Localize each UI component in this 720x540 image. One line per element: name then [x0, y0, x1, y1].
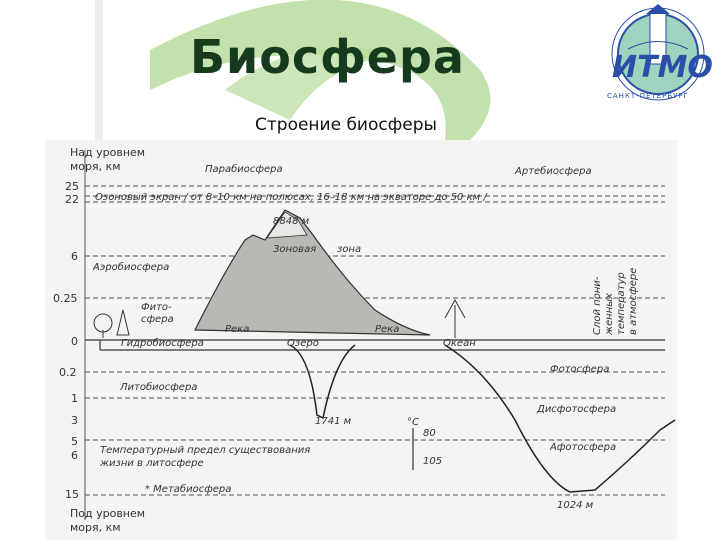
- axis-ticks: 25 22 6 0.25 0 0.2 1 3 5 6 15: [53, 180, 79, 501]
- label-ocean-depth: 1024 м: [557, 500, 594, 511]
- label-hydrobiosphere: Гидробиосфера: [121, 337, 204, 349]
- tick-15: 15: [65, 488, 79, 501]
- label-temp-80: 80: [423, 428, 436, 439]
- tick-1: 1: [71, 392, 78, 405]
- label-lake: Озеро: [287, 338, 319, 349]
- trees: [93, 298, 466, 338]
- lake-basin: [289, 344, 356, 420]
- slide-subtitle: Строение биосферы: [255, 115, 437, 135]
- logo-text: ИТМО: [612, 50, 713, 85]
- tick-5: 5: [71, 435, 78, 448]
- label-lithobiosphere: Литобиосфера: [119, 381, 197, 393]
- diagram-lines: [84, 150, 665, 520]
- label-lake-depth: 1741 м: [315, 416, 352, 427]
- label-aerobiosphere: Аэробиосфера: [92, 261, 169, 273]
- top-axis-unit: моря, км: [70, 160, 121, 173]
- label-temp-105: 105: [423, 456, 442, 467]
- label-metabiosphere: * Метабиосфера: [145, 483, 231, 495]
- label-snow-zone-2: зона: [337, 244, 361, 255]
- label-snow-zone-1: Зоновая: [273, 244, 316, 255]
- bottom-axis-label: Под уровнем: [70, 507, 145, 520]
- label-river-left: Река: [225, 324, 249, 335]
- biosphere-diagram: Над уровнем моря, км Под уровнем моря, к…: [45, 140, 677, 540]
- side-label-4: в атмосфере: [628, 268, 639, 335]
- ocean-basin: [444, 344, 676, 493]
- tick-6-below: 6: [71, 449, 78, 462]
- tick-3: 3: [71, 414, 78, 427]
- tick-0-25: 0.25: [53, 292, 78, 305]
- label-ocean: Океан: [443, 338, 476, 349]
- bottom-axis-unit: моря, км: [70, 521, 121, 534]
- label-temp-limit-1: Температурный предел существования: [100, 445, 310, 456]
- side-label: Слой пони- женных температур в атмосфере: [592, 268, 639, 336]
- label-parabiosphere: Парабиосфера: [205, 163, 283, 175]
- label-aphotosphere: Афотосфера: [549, 442, 616, 453]
- mountain: [194, 209, 431, 336]
- label-everest: 8848 м: [273, 216, 310, 227]
- tick-0-2: 0.2: [59, 366, 77, 379]
- label-artebiosphere: Артебиосфера: [514, 165, 592, 177]
- label-celsius: °C: [407, 417, 419, 428]
- slide-title: Биосфера: [190, 30, 465, 84]
- label-phytosphere-2: сфера: [141, 314, 174, 325]
- label-river-right: Река: [375, 324, 399, 335]
- label-ozone-screen: Озоновый экран / от 8–10 км на полюсах, …: [95, 192, 488, 203]
- side-label-3: температур: [616, 272, 627, 335]
- itmo-logo: [611, 4, 705, 101]
- tick-22: 22: [65, 193, 79, 206]
- label-disphotosphere: Дисфотосфера: [536, 404, 616, 415]
- side-label-2: женных: [604, 293, 615, 336]
- side-label-1: Слой пони-: [592, 276, 603, 335]
- tick-25: 25: [65, 180, 79, 193]
- top-axis-label: Над уровнем: [70, 146, 145, 159]
- label-temp-limit-2: жизни в литосфере: [99, 458, 204, 469]
- label-photosphere: Фотосфера: [550, 364, 609, 375]
- tick-6: 6: [71, 250, 78, 263]
- label-phytosphere-1: Фито-: [141, 302, 172, 313]
- tick-0: 0: [71, 335, 78, 348]
- mountain-snow-cap: [266, 211, 308, 239]
- logo-city: САНКТ-ПЕТЕРБУРГ: [607, 92, 689, 100]
